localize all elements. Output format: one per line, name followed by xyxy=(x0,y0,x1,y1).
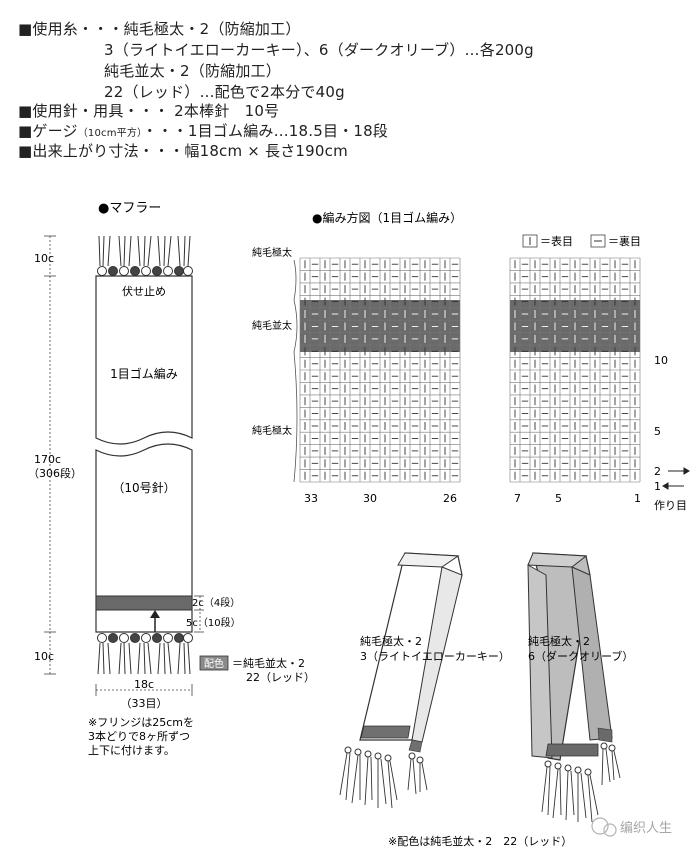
bracket-top xyxy=(293,259,297,301)
row-label-10: 10 xyxy=(654,354,668,367)
bracket-bottom xyxy=(293,351,298,483)
bottom-fringe xyxy=(97,642,191,675)
scarf-title: ●マフラー xyxy=(98,201,161,216)
row-label-5: 5 xyxy=(654,425,661,438)
needle-label: （10号針） xyxy=(112,480,175,495)
cast-on-label: 作り目 xyxy=(654,499,687,512)
dark-stripe-front xyxy=(545,743,599,757)
row-direction-arrows xyxy=(662,467,690,490)
scarf-body-upper xyxy=(95,275,193,445)
bind-off-label: 伏せ止め xyxy=(122,284,166,298)
col-label-1: 1 xyxy=(634,492,641,505)
width-dimension xyxy=(95,684,193,696)
needles-line: ■使用針・用具・・・ 2本棒針 10号 xyxy=(18,102,280,120)
gauge-rest: ・・・1目ゴム編み…18.5目・18段 xyxy=(142,122,389,140)
scarf-illustration-light: 純毛極太・2 3（ライトイエローカーキー） xyxy=(339,552,510,809)
top-fringe-length: 10c xyxy=(34,252,54,265)
watermark: 编织人生 xyxy=(591,817,672,837)
dark-label-2: 6（ダークオリーブ） xyxy=(528,649,633,663)
gauge-prefix: ■ゲージ xyxy=(18,122,78,140)
chat-bubble-icon xyxy=(591,817,609,835)
gauge-unit: （10cm平方） xyxy=(77,128,143,139)
scarf-width-sts: （33目） xyxy=(121,697,168,710)
stripe-position: 5c（10段） xyxy=(186,616,241,629)
col-label-30: 30 xyxy=(363,492,377,505)
top-fringe xyxy=(98,235,191,267)
stripe-height: 2c（4段） xyxy=(192,596,240,609)
fringe-note-3: 上下に付けます。 xyxy=(88,744,175,757)
fringe-note-2: 3本どりで8ヶ所ずつ xyxy=(88,729,190,743)
yarn2-color-line: 22（レッド）…配色で2本分で40g xyxy=(104,83,345,101)
gauge-line: ■ゲージ（10cm平方）・・・1目ゴム編み…18.5目・18段 xyxy=(18,122,388,143)
row-label-1: 1 xyxy=(654,480,661,493)
yarn-label-bottom: 純毛極太 xyxy=(252,424,292,437)
left-dimensions xyxy=(44,235,56,675)
arrow-head xyxy=(150,610,160,618)
legend-text2: 22（レッド） xyxy=(246,671,315,684)
col-label-33: 33 xyxy=(304,492,318,505)
scarf-width: 18c xyxy=(134,678,154,691)
col-label-26: 26 xyxy=(443,492,457,505)
purl-legend-text: ＝裏目 xyxy=(608,234,641,248)
yarn-colors-line: 3（ライトイエローカーキー）、6（ダークオリーブ）…各200g xyxy=(104,41,534,59)
scarf-body-lower xyxy=(95,443,193,633)
row-label-2: 2 xyxy=(654,465,661,478)
scarf-length: 170c xyxy=(34,453,61,466)
light-label-1: 純毛極太・2 xyxy=(360,634,422,648)
yarn2-line: 純毛並太・2（防縮加工） xyxy=(104,62,281,80)
scarf-length-rows: （306段） xyxy=(28,466,82,480)
yarn-line: ■使用糸・・・純毛極太・2（防縮加工） xyxy=(18,20,301,38)
chart-grid-left xyxy=(299,257,461,483)
col-label-5: 5 xyxy=(555,492,562,505)
yarn-label-mid: 純毛並太 xyxy=(252,319,292,332)
knit-legend-text: ＝表目 xyxy=(540,234,573,248)
bottom-knots xyxy=(97,633,193,643)
watermark-text: 编织人生 xyxy=(620,821,672,836)
chart-title: ●編み方図（1目ゴム編み） xyxy=(312,210,462,225)
legend-color-box xyxy=(199,655,229,671)
legend-text: ＝純毛並太・2 xyxy=(232,656,305,670)
bottom-fringe-length: 10c xyxy=(34,650,54,663)
scarf-stripe xyxy=(95,595,193,611)
legend-box-label: 配色 xyxy=(204,657,224,670)
scarf-schematic: ●マフラー 伏せ止め 1目ゴム編み （10号針） xyxy=(28,201,315,757)
bracket-mid xyxy=(293,299,298,353)
light-label-2: 3（ライトイエローカーキー） xyxy=(360,650,510,663)
knitting-chart: ●編み方図（1目ゴム編み） ＝表目 ＝裏目 純毛極太 純毛並太 純毛極太 33 … xyxy=(252,210,690,512)
scarf-illustration-dark: 純毛極太・2 6（ダークオリーブ） xyxy=(527,552,633,823)
chart-grid-right xyxy=(509,257,641,483)
stripe-dimensions xyxy=(194,595,204,633)
dark-label-1: 純毛極太・2 xyxy=(528,634,590,648)
color-note: ※配色は純毛並太・2 22（レッド） xyxy=(388,834,572,848)
light-stripe-front xyxy=(360,725,411,739)
yarn-label-top: 純毛極太 xyxy=(252,246,292,259)
size-line: ■出来上がり寸法・・・幅18cm × 長さ190cm xyxy=(18,142,348,160)
top-knots xyxy=(97,266,193,276)
col-label-7: 7 xyxy=(514,492,521,505)
fringe-note-1: ※フリンジは25cmを xyxy=(88,716,194,729)
pattern-label: 1目ゴム編み xyxy=(110,366,178,381)
